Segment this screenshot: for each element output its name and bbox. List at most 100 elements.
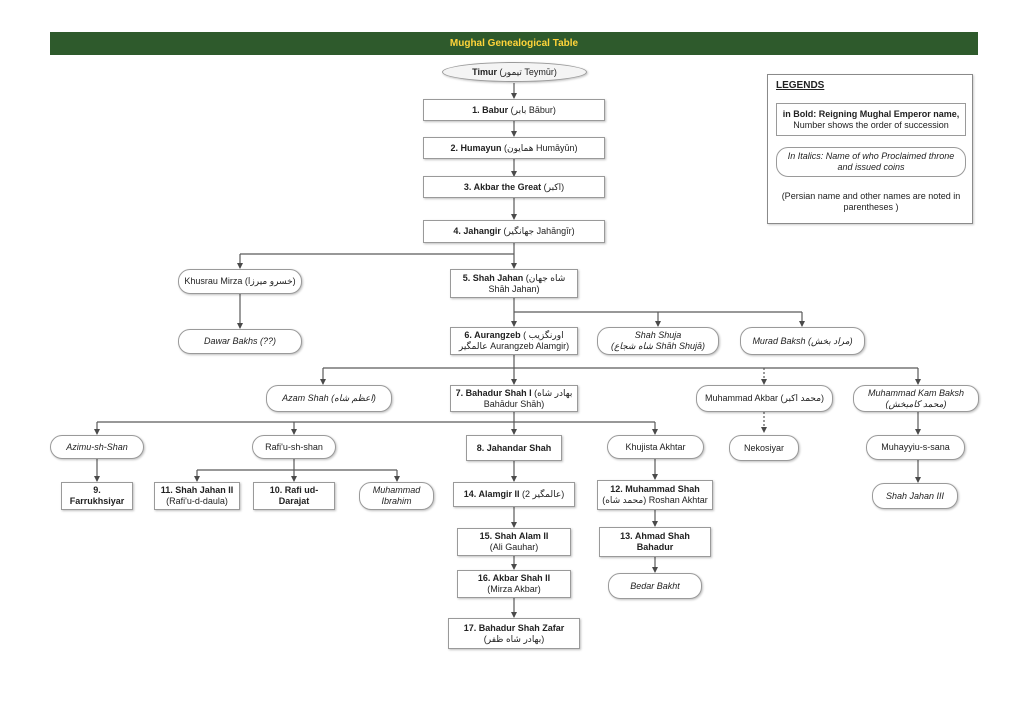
node-humayun: 2. Humayun (همایون Humāyūn) [423,137,605,159]
node-akbar: 3. Akbar the Great (اکبر) [423,176,605,198]
node-label: Darajat [278,496,310,506]
node-azam-shah: Azam Shah (اعظم شاه) [266,385,392,412]
node-detail: (اکبر) [541,181,565,192]
node-detail: (شاه شجاع Shāh Shujā) [610,341,705,351]
node-shah-shuja: Shah Shuja (شاه شجاع Shāh Shujā) [597,327,719,355]
node-label: Farrukhsiyar [69,496,125,506]
node-label: Muhammad [372,485,421,495]
node-label: Bedar Bakht [630,580,680,591]
legend-bold-sub: Number shows the order of succession [793,119,949,130]
node-label: Nekosiyar [743,442,784,453]
node-label: Murad Baksh (مراد بخش) [752,335,853,346]
node-label: Timur [472,66,497,77]
node-muhammad-akbar: Muhammad Akbar (محمد اکبر) [696,385,833,412]
node-murad-baksh: Murad Baksh (مراد بخش) [740,327,865,355]
node-muhammad-ibrahim: Muhammad Ibrahim [359,482,434,510]
node-label: Rafi'u-sh-shan [265,441,323,452]
node-shah-jahan: 5. Shah Jahan (شاه جهان Shāh Jahan) [450,269,578,298]
node-detail: Shāh Jahan) [488,283,540,294]
node-babur: 1. Babur (بابر Bābur) [423,99,605,121]
node-timur: Timur (تیمور Teymūr) [442,62,587,82]
node-kam-baksh: Muhammad Kam Baksh (محمد کامبخش) [853,385,979,412]
node-rafi-ud-darajat: 10. Rafi ud- Darajat [253,482,335,510]
node-label: 5. Shah Jahan [462,272,524,283]
node-detail: (تیمور Teymūr) [496,66,557,77]
node-farrukhsiyar: 9. Farrukhsiyar [61,482,133,510]
node-label: Muhammad Kam Baksh [867,387,965,398]
node-label: 14. Alamgir II [463,489,520,499]
node-label: Muhammad Akbar (محمد اکبر) [704,393,825,403]
node-detail: عالمگیر Aurangzeb Alamgir) [458,341,570,351]
node-label: 10. Rafi ud- [269,485,319,495]
node-rafiu-sh-shan: Rafi'u-sh-shan [252,435,336,459]
node-label: 17. Bahadur Shah Zafar [463,622,565,633]
node-shah-jahan-ii: 11. Shah Jahan II (Rafi'u-d-daula) [154,482,240,510]
node-label: Shah Jahan III [885,490,945,501]
legend-italic-sub: and issued coins [837,162,905,172]
legend-note-line2: parentheses ) [843,202,899,212]
node-muhammad-shah: 12. Muhammad Shah (محمد شاه) Roshan Akht… [597,480,713,510]
node-detail: (عالمگیر 2) [519,489,565,499]
node-label: Bahadur [636,542,674,552]
node-label: 2. Humayun [450,142,502,153]
node-shah-jahan-iii: Shah Jahan III [872,483,958,509]
node-ahmad-shah-bahadur: 13. Ahmad Shah Bahadur [599,527,711,557]
node-aurangzeb: 6. Aurangzeb ( اورنگزیب عالمگیر Aurangze… [450,327,578,355]
node-detail: (Rafi'u-d-daula) [166,496,228,506]
node-jahandar-shah: 8. Jahandar Shah [466,435,562,461]
legend-panel: LEGENDS in Bold: Reigning Mughal Emperor… [767,74,973,224]
node-label: 1. Babur [472,104,509,115]
node-detail: (محمد شاه) Roshan Akhtar [602,495,708,505]
node-bedar-bakht: Bedar Bakht [608,573,702,599]
node-label: Khusrau Mirza (خسرو میرزا) [184,276,296,286]
node-label: Azam Shah (اعظم شاه) [282,393,376,403]
node-label: 6. Aurangzeb [464,330,521,340]
node-detail: (بابر Bābur) [508,104,556,115]
node-detail: Bahādur Shāh) [483,398,545,409]
node-detail: (بهادر شاه ظفر) [483,633,545,644]
node-label: Khujista Akhtar [625,441,686,452]
node-bahadur-shah-i: 7. Bahadur Shah I (بهادر شاه Bahādur Shā… [450,385,578,412]
node-detail: (شاه جهان [523,272,566,283]
node-label: 7. Bahadur Shah I [455,387,532,398]
legend-italic-entry: In Italics: Name of who Proclaimed thron… [776,147,966,177]
node-label: 16. Akbar Shah II [477,573,551,583]
node-label: 8. Jahandar Shah [476,442,552,453]
node-khujista-akhtar: Khujista Akhtar [607,435,704,459]
node-shah-alam-ii: 15. Shah Alam II (Ali Gauhar) [457,528,571,556]
node-muhayyiu-s-sana: Muhayyiu-s-sana [866,435,965,460]
legend-title: LEGENDS [776,80,825,91]
node-label: Azimu-sh-Shan [66,441,128,452]
node-detail: ( اورنگزیب [520,330,564,340]
node-label: Shah Shuja [634,330,682,340]
legend-bold-entry: in Bold: Reigning Mughal Emperor name, N… [776,103,966,136]
node-label: 11. Shah Jahan II [160,485,234,495]
node-label: 12. Muhammad Shah [610,484,700,494]
node-label: 4. Jahangir [453,226,501,236]
node-detail: (Ali Gauhar) [489,542,539,552]
node-label: Muhayyiu-s-sana [881,442,950,452]
node-khusrau-mirza: Khusrau Mirza (خسرو میرزا) [178,269,302,294]
node-azimu-sh-shan: Azimu-sh-Shan [50,435,144,459]
node-bahadur-shah-zafar: 17. Bahadur Shah Zafar (بهادر شاه ظفر) [448,618,580,649]
node-detail: (بهادر شاه [531,387,573,398]
node-akbar-shah-ii: 16. Akbar Shah II (Mirza Akbar) [457,570,571,598]
node-label: Dawar Bakhs (??) [203,336,277,346]
node-detail: (محمد کامبخش) [885,398,947,409]
node-label: Ibrahim [381,496,412,506]
node-label: 3. Akbar the Great [463,181,542,192]
node-alamgir-ii: 14. Alamgir II (عالمگیر 2) [453,482,575,507]
legend-bold-label: in Bold: Reigning Mughal Emperor name, [782,108,960,119]
page-title: Mughal Genealogical Table [50,32,978,55]
node-label: 13. Ahmad Shah [620,531,690,541]
legend-italic-label: In Italics: Name of who Proclaimed thron… [787,151,955,161]
node-detail: (همایون Humāyūn) [501,142,578,153]
node-label: 9. [93,485,101,495]
legend-note: (Persian name and other names are noted … [772,187,970,217]
node-nekosiyar: Nekosiyar [729,435,799,461]
node-detail: (جهانگیر Jahāngīr) [500,226,575,236]
node-label: 15. Shah Alam II [479,531,549,541]
node-dawar-bakhs: Dawar Bakhs (??) [178,329,302,354]
node-jahangir: 4. Jahangir (جهانگیر Jahāngīr) [423,220,605,243]
